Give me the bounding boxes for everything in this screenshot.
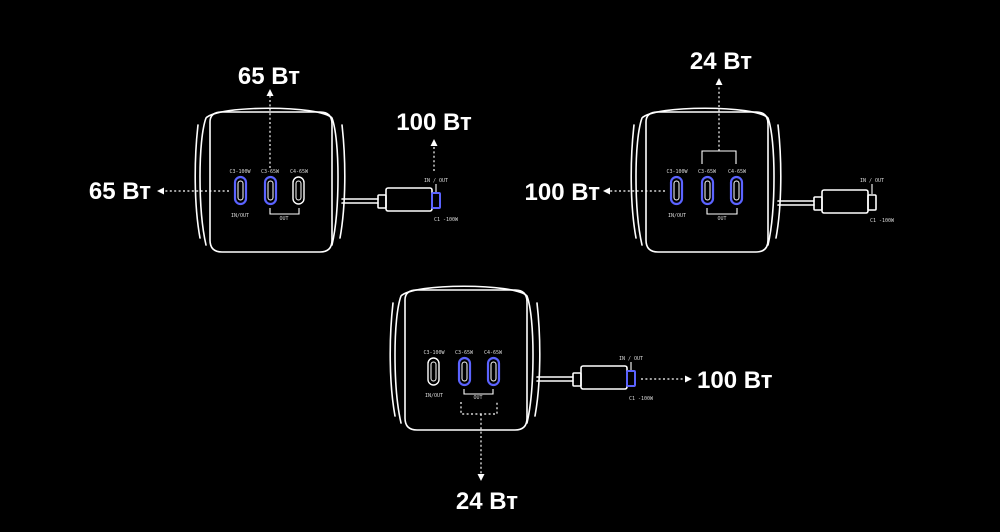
cable	[777, 189, 877, 214]
callout-right: 100 Вт	[697, 367, 773, 394]
usb-ports	[669, 175, 744, 206]
diagram-2: C3-100W C3-65W C4-65W IN/OUT OUT IN / OU…	[525, 48, 895, 253]
port-label-1: C3-100W	[229, 169, 251, 175]
port-c3-100w-inner	[237, 180, 244, 201]
charger-body	[389, 285, 541, 431]
callout-cable: 100 Вт	[396, 109, 472, 136]
port-c4-65w	[292, 176, 305, 205]
charger-body	[194, 107, 346, 253]
port-label-2: C3-65W	[261, 169, 280, 175]
port-c3-65w-inner	[267, 180, 274, 201]
callout-top: 24 Вт	[690, 48, 752, 75]
cable-port-label: C1 -100W	[629, 396, 654, 402]
cable-in-out-label: IN / OUT	[619, 356, 643, 362]
port-label-3: C4-65W	[484, 350, 503, 356]
cable-port-label: C1 -100W	[434, 217, 459, 223]
out-label: OUT	[473, 395, 482, 401]
in-out-label: IN/OUT	[231, 213, 249, 219]
usb-ports	[427, 356, 501, 387]
callout-left: 100 Вт	[525, 179, 601, 206]
cable-port-label: C1 -100W	[870, 218, 895, 224]
port-c3-65w	[263, 175, 278, 206]
cable	[341, 187, 441, 212]
port-c4-65w-inner	[733, 180, 740, 201]
port-label-3: C4-65W	[290, 169, 309, 175]
port-c3-100w	[669, 175, 684, 206]
cable-in-out-label: IN / OUT	[424, 178, 448, 184]
port-label-3: C4-65W	[728, 169, 747, 175]
port-c3-100w	[427, 357, 440, 386]
port-c4-65w	[486, 356, 501, 387]
port-label-2: C3-65W	[455, 350, 474, 356]
port-c3-65w	[700, 175, 715, 206]
port-c3-65w-inner	[704, 180, 711, 201]
port-c3-100w-inner	[673, 180, 680, 201]
port-c4-65w-inner	[490, 361, 497, 382]
port-label-1: C3-100W	[423, 350, 445, 356]
port-c4-65w-inner	[295, 180, 302, 201]
port-label-1: C3-100W	[666, 169, 688, 175]
charger-body	[630, 107, 782, 253]
callout-bottom: 24 Вт	[456, 488, 518, 515]
port-label-2: C3-65W	[698, 169, 717, 175]
diagram-1: C3-100W C3-65W C4-65W IN/OUT OUT IN / OU…	[89, 63, 472, 253]
out-label: OUT	[717, 216, 726, 222]
callout-top: 65 Вт	[238, 63, 300, 90]
port-c3-100w-inner	[430, 361, 437, 382]
in-out-label: IN/OUT	[425, 393, 443, 399]
callout-left: 65 Вт	[89, 178, 151, 205]
port-c3-100w	[233, 175, 248, 206]
port-c3-65w	[457, 356, 472, 387]
port-c3-65w-inner	[461, 361, 468, 382]
cable	[536, 365, 636, 390]
in-out-label: IN/OUT	[668, 213, 686, 219]
cable-in-out-label: IN / OUT	[860, 178, 884, 184]
usb-ports	[233, 175, 305, 206]
out-label: OUT	[279, 216, 288, 222]
port-c4-65w	[729, 175, 744, 206]
diagram-3: C3-100W C3-65W C4-65W IN/OUT OUT 24 Вт I…	[389, 285, 773, 515]
